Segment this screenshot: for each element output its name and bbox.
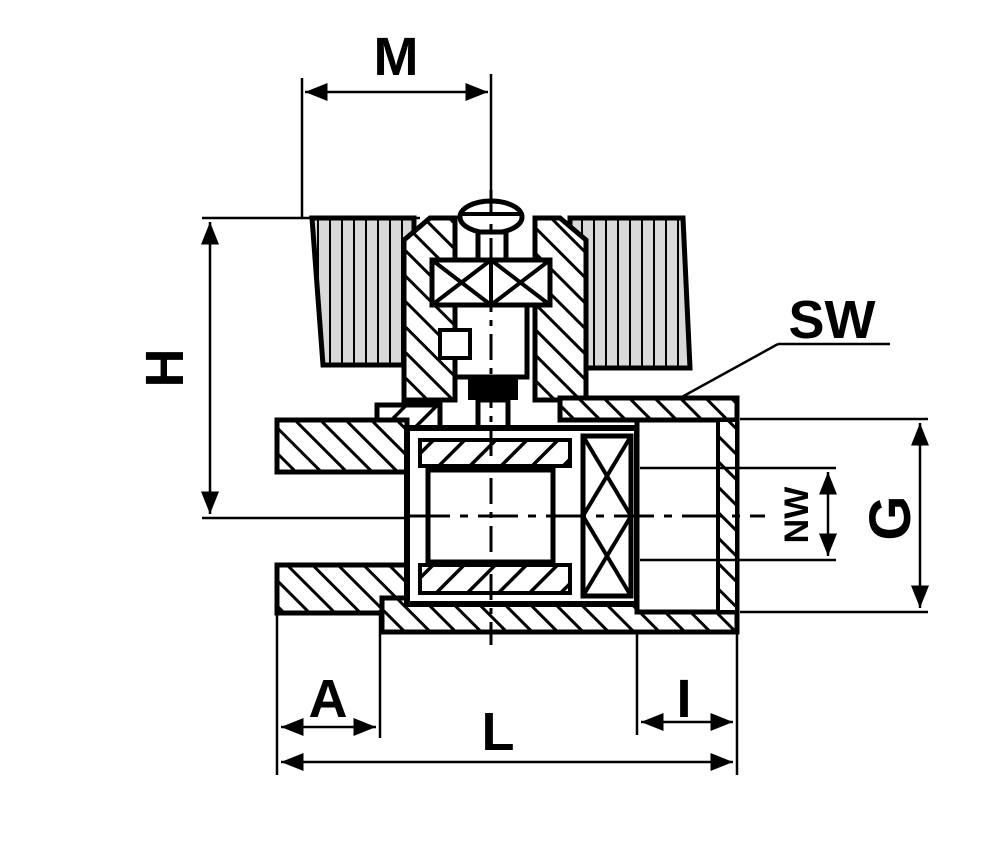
left-end-upper-wall	[274, 417, 410, 475]
label-sw: SW	[789, 290, 876, 350]
label-nw: NW	[778, 486, 816, 544]
dimension-lines	[201, 74, 929, 775]
label-a: A	[309, 669, 348, 729]
center-lines	[410, 190, 765, 645]
label-g: G	[858, 495, 923, 540]
label-h: H	[135, 349, 195, 388]
label-l: L	[482, 702, 515, 762]
label-i: I	[676, 669, 691, 729]
label-m: M	[374, 27, 419, 87]
valve-stem	[438, 302, 530, 448]
seat-ring	[580, 433, 634, 599]
top-screw	[457, 198, 525, 263]
